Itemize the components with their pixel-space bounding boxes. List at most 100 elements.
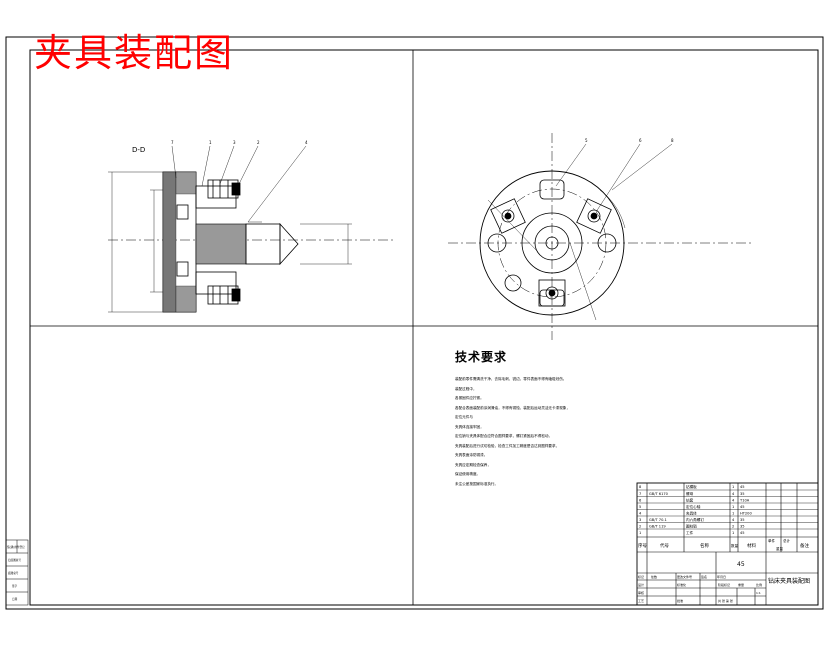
date: 年月日 <box>717 574 726 579</box>
sidebar-cell: 底图总号 <box>8 571 19 575</box>
row-material: 45 <box>740 505 745 509</box>
assembly-name: 钻床夹具装配图 <box>768 577 810 585</box>
row-seq: 2 <box>639 525 641 529</box>
balloon-label: 8 <box>671 138 674 143</box>
balloon-label: 3 <box>233 140 236 145</box>
row-qty: 4 <box>732 492 735 496</box>
row-material: 45 <box>740 485 745 489</box>
row-qty: 1 <box>732 485 734 489</box>
tech-line: 未注公差按国家标准执行。 <box>455 481 499 486</box>
sidebar-cell: 旧底图总号 <box>8 558 21 562</box>
header-remark: 备注 <box>800 542 809 549</box>
header-name: 名称 <box>700 542 709 549</box>
outer-sheet-border <box>5 36 824 610</box>
header-material: 材料 <box>747 542 756 549</box>
row-material: T10A <box>739 499 750 503</box>
plan-balloons: 5 6 8 <box>585 138 674 143</box>
tech-line: 定位销与夹具体配合应符合图样要求，螺钉紧固后不得松动， <box>455 434 553 438</box>
row-material: 45 <box>740 531 745 535</box>
title-block <box>636 482 819 606</box>
row-name: 钻模板 <box>686 484 697 489</box>
row-seq: 4 <box>639 512 642 516</box>
scale: 比例 <box>756 582 762 587</box>
tech-line: 保证使用精度。 <box>455 472 481 476</box>
row-code: GB/T 6170 <box>649 492 669 496</box>
row-material: HT200 <box>740 512 752 516</box>
section-balloons: 7 1 3 2 4 <box>171 140 308 145</box>
sidebar-cell: 签字 <box>12 584 18 588</box>
scale-value: 1:1 <box>756 591 761 595</box>
row-seq: 7 <box>639 492 641 496</box>
row-name: 工件 <box>686 530 694 535</box>
row-qty: 1 <box>732 531 734 535</box>
change-doc: 更改文件号 <box>677 574 692 579</box>
section-view <box>108 145 395 313</box>
row-seq: 3 <box>639 518 641 522</box>
row-seq: 8 <box>639 485 642 489</box>
inner-frame-border <box>29 49 819 606</box>
row-name: 钻套 <box>686 498 694 503</box>
balloon-label: 6 <box>639 138 642 143</box>
tech-line: 定位元件与 <box>455 415 473 419</box>
tech-line: 夹具表面涂防锈漆。 <box>455 453 488 457</box>
row-name: 夹具体 <box>686 511 697 516</box>
row-code: GB/T 119 <box>649 525 666 529</box>
process: 工艺 <box>638 598 644 603</box>
zones: 处数 <box>651 574 657 579</box>
row-qty: 4 <box>732 499 735 503</box>
tech-requirements-title: 技术要求 <box>455 350 508 364</box>
header-seq: 序号 <box>638 542 647 549</box>
row-name: 螺母 <box>686 491 694 496</box>
standardization: 标准化 <box>677 582 686 587</box>
row-qty: 2 <box>732 525 734 529</box>
row-seq: 1 <box>639 531 641 535</box>
technical-requirements: 技术要求 装配前零件需清洗干净，去除毛刺、锐边，零件表面不得有磕碰划伤。 装配过… <box>455 348 570 489</box>
tech-line: 夹具体连接牢固， <box>455 424 484 429</box>
balloon-label: 4 <box>305 140 308 145</box>
header-qty: 数量 <box>731 543 739 548</box>
sidebar-cell: 日期 <box>12 597 18 601</box>
header-weight: 重量 <box>776 546 784 551</box>
row-qty: 1 <box>732 512 734 516</box>
header-code: 代号 <box>660 542 669 549</box>
balloon-label: 7 <box>171 140 174 145</box>
row-material: 35 <box>740 518 745 522</box>
row-material: 35 <box>740 525 745 529</box>
parts-list: 8 钻模板 1 45 7 GB/T 6170 螺母 4 35 6 钻套 4 T1… <box>639 484 752 535</box>
drawing-title: 夹具装配图 <box>34 31 235 75</box>
weight: 重量 <box>738 582 744 587</box>
tech-line: 装配前零件需清洗干净，去除毛刺、锐边，零件表面不得有磕碰划伤。 <box>455 377 567 381</box>
material-cell: 45 <box>737 561 745 568</box>
title-block-rows <box>637 489 818 530</box>
sidebar-cell: 借(通)用件登记 <box>7 545 25 549</box>
approver: 批准 <box>677 598 683 603</box>
tech-line: 各紧固件应拧紧。 <box>455 396 484 400</box>
row-seq: 5 <box>639 505 641 509</box>
row-material: 35 <box>740 492 745 496</box>
signature: 签名 <box>701 574 707 579</box>
row-seq: 6 <box>639 499 642 503</box>
checker: 审核 <box>638 590 644 595</box>
tech-line: 夹具装配后进行试切检验，检查工件加工精度是否达到图样要求， <box>455 443 560 448</box>
tech-line: 各配合表面装配前涂润滑油，不得有锈蚀，装配后运动灵活无卡滞现象， <box>455 405 570 410</box>
header-total-weight: 总计 <box>783 538 791 543</box>
row-name: 内六角螺钉 <box>686 517 704 522</box>
left-sidebar-labels: 借(通)用件登记 旧底图总号 底图总号 签字 日期 <box>7 545 25 601</box>
row-name: 定位心轴 <box>686 504 701 509</box>
sheet-info: 共 张 第 张 <box>718 598 733 603</box>
designer: 设计 <box>638 582 644 587</box>
left-sidebar <box>5 539 29 606</box>
stage-mark: 阶段标记 <box>718 582 730 587</box>
row-qty: 1 <box>732 505 734 509</box>
balloon-label: 1 <box>209 140 212 145</box>
title-block-headers: 序号 代号 名称 数量 材料 单件 总计 重量 备注 45 钻床夹具装配图 标记… <box>638 538 810 603</box>
section-label: D-D <box>132 146 145 154</box>
marking: 标记 <box>638 574 644 579</box>
row-qty: 4 <box>732 518 735 522</box>
tech-line: 装配过程中， <box>455 386 477 391</box>
balloon-label: 2 <box>257 140 260 145</box>
row-code: GB/T 70.1 <box>649 518 667 522</box>
header-unit-weight: 单件 <box>768 538 776 543</box>
row-name: 圆柱销 <box>686 524 697 529</box>
